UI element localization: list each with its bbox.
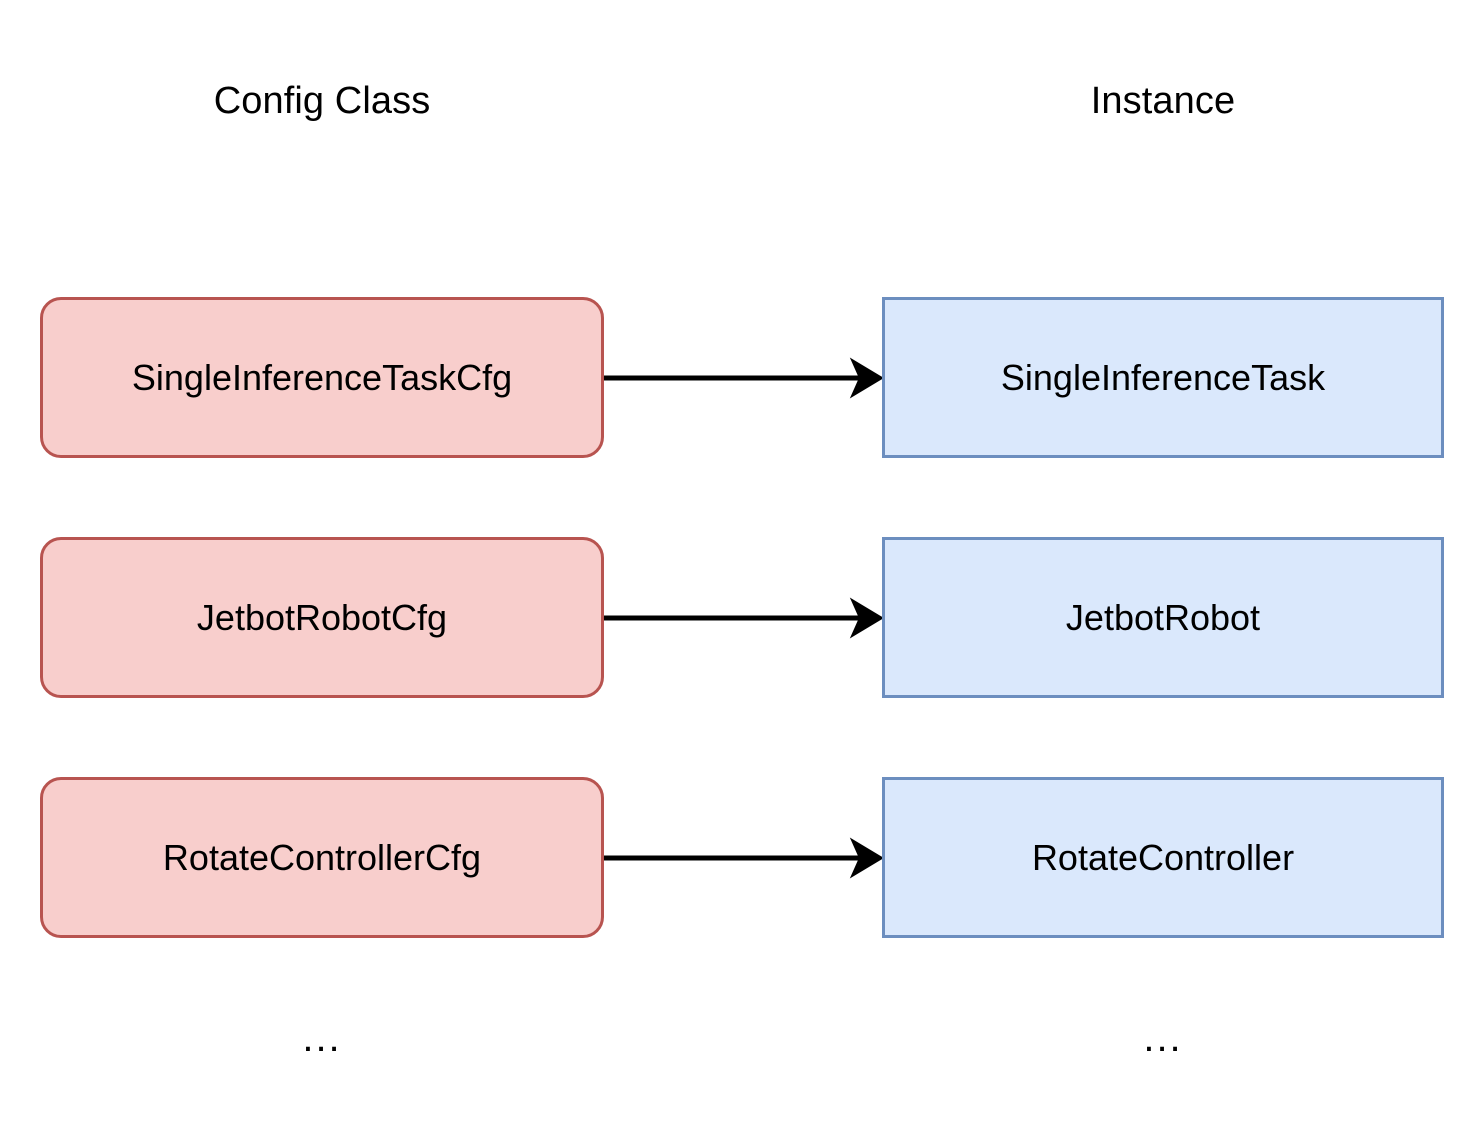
arrow-single-inference-task	[604, 357, 884, 399]
instance-node-rotate-controller[interactable]: RotateController	[882, 777, 1444, 938]
diagram-row: RotateControllerCfg RotateController	[0, 777, 1484, 938]
column-header-config-class: Config Class	[213, 80, 431, 122]
instance-column-ellipsis: ...	[1143, 1016, 1183, 1060]
diagram-row: JetbotRobotCfg JetbotRobot	[0, 537, 1484, 698]
config-node-single-inference-task-cfg[interactable]: SingleInferenceTaskCfg	[40, 297, 604, 458]
instance-node-single-inference-task[interactable]: SingleInferenceTask	[882, 297, 1444, 458]
config-node-jetbot-robot-cfg[interactable]: JetbotRobotCfg	[40, 537, 604, 698]
instance-node-jetbot-robot[interactable]: JetbotRobot	[882, 537, 1444, 698]
column-header-instance: Instance	[1090, 80, 1236, 122]
arrow-jetbot-robot	[604, 597, 884, 639]
arrow-rotate-controller	[604, 837, 884, 879]
config-column-ellipsis: ...	[302, 1016, 342, 1060]
diagram-row: SingleInferenceTaskCfg SingleInferenceTa…	[0, 297, 1484, 458]
config-node-rotate-controller-cfg[interactable]: RotateControllerCfg	[40, 777, 604, 938]
